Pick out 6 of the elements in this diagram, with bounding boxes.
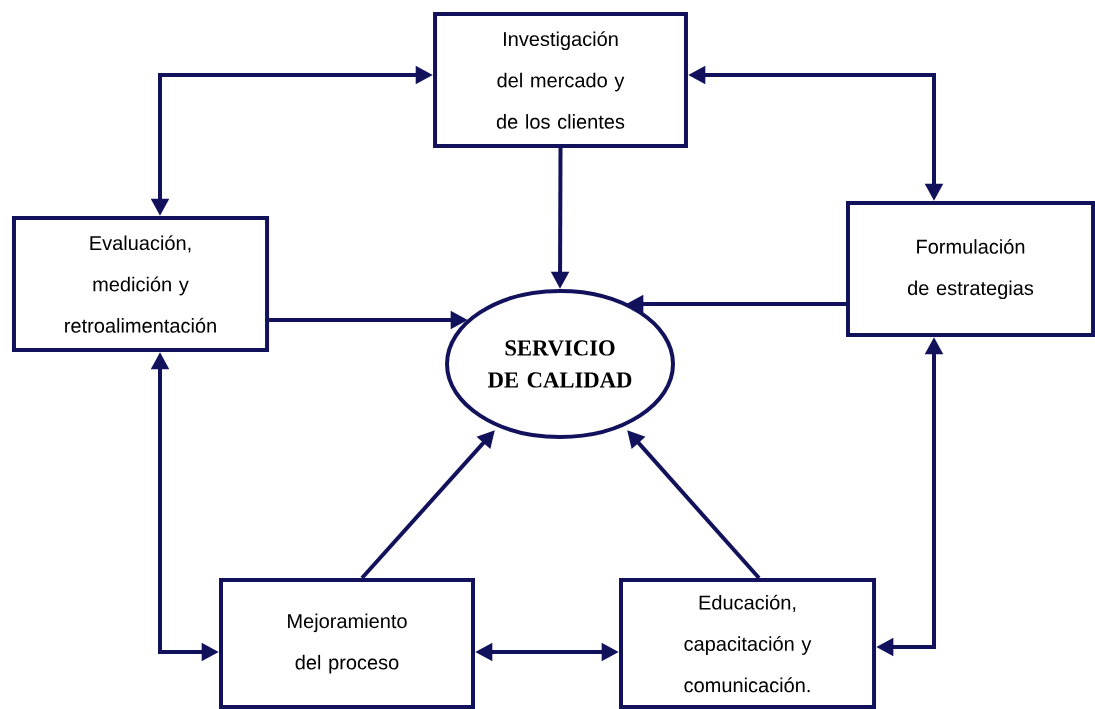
process-box: Evaluación, medición y retroalimentación: [12, 216, 270, 352]
process-box: Mejoramiento del proceso: [219, 578, 475, 709]
oval-node: SERVICIO DE CALIDAD: [445, 289, 675, 439]
process-box: Educación, capacitación y comunicación.: [619, 578, 877, 709]
process-box: Formulación de estrategias: [845, 201, 1095, 337]
process-box: Investigación del mercado y de los clientes: [433, 12, 688, 148]
